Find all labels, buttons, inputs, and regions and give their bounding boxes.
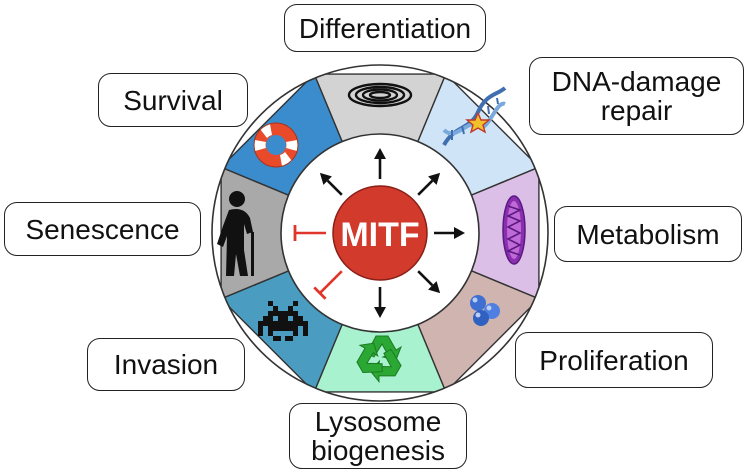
dna-helix-star-icon <box>442 86 507 147</box>
arrow-metabolism <box>434 227 465 239</box>
label-invasion: Invasion <box>87 338 245 391</box>
mitf-label: MITF <box>340 216 419 254</box>
arrow-proliferation <box>417 270 441 294</box>
inhibit-arrow-invasion <box>313 270 343 300</box>
label-survival: Survival <box>98 73 248 127</box>
dividing-cells-icon <box>470 295 500 326</box>
label-differentiation: Differentiation <box>284 4 486 52</box>
mitochondrion-icon <box>502 195 526 265</box>
label-senescence: Senescence <box>4 202 201 256</box>
mitf-center-circle <box>332 185 428 281</box>
life-ring-icon <box>253 122 299 168</box>
space-invader-icon <box>258 301 308 341</box>
arrow-survival <box>319 172 343 196</box>
arrow-differentiation <box>374 148 386 179</box>
label-proliferation: Proliferation <box>515 332 713 388</box>
arrow-lysosome-biogenesis <box>374 287 386 318</box>
inhibit-arrow-senescence <box>293 225 326 241</box>
arrow-layer <box>293 148 465 318</box>
recycling-icon <box>356 335 402 384</box>
outer-ring <box>211 64 549 402</box>
arrow-dna-damage-repair <box>417 172 441 196</box>
label-metabolism: Metabolism <box>554 206 742 262</box>
whorl-fingerprint-icon <box>347 82 413 108</box>
elderly-person-icon <box>217 191 254 276</box>
